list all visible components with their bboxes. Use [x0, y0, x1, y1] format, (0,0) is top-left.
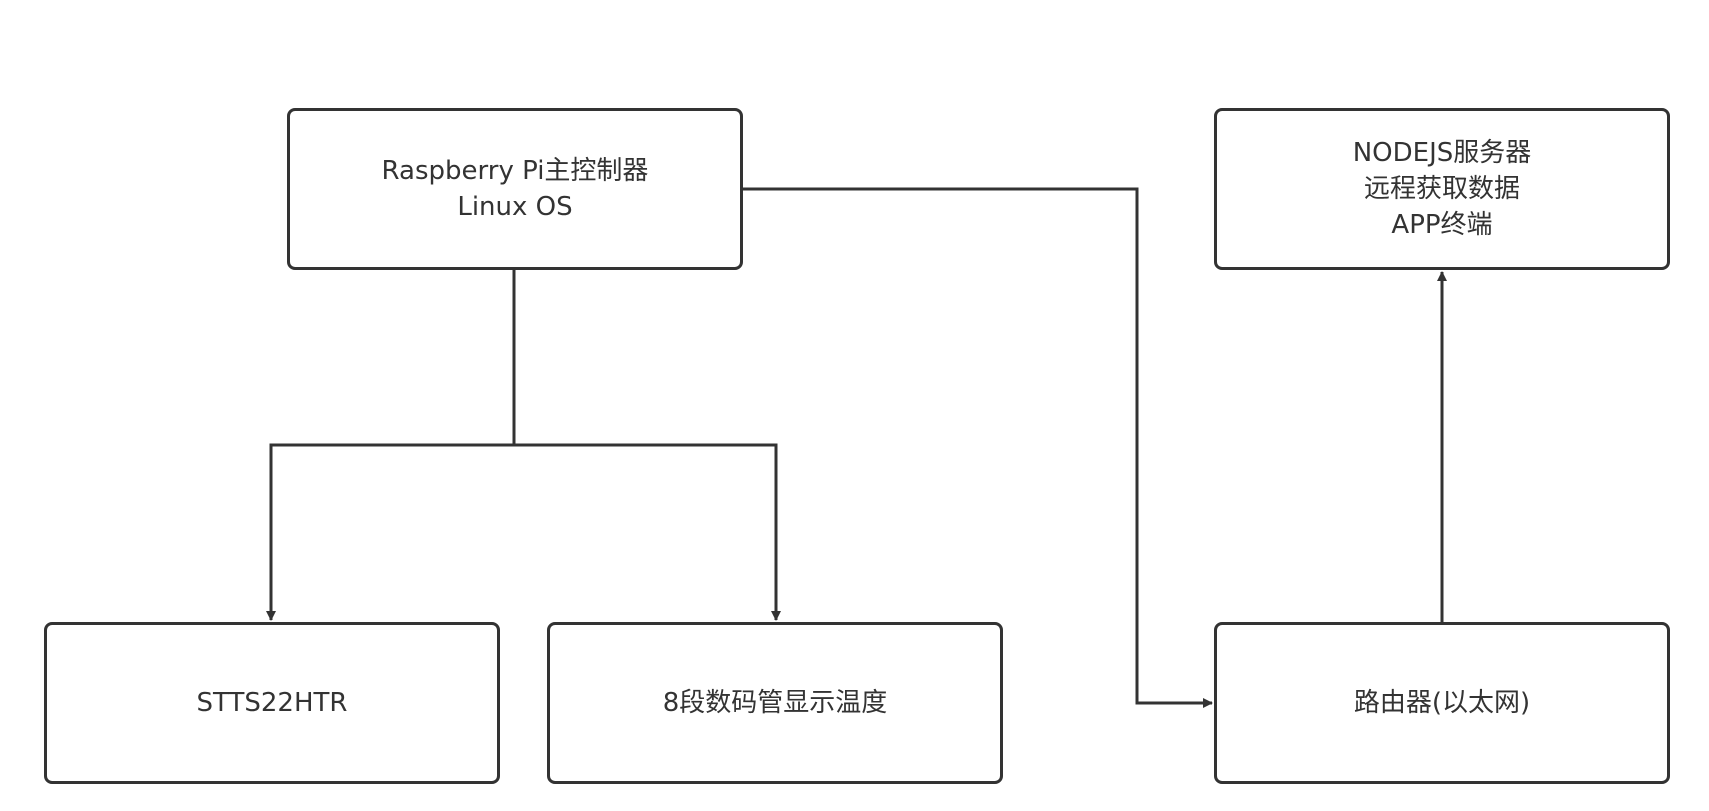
display-node: 8段数码管显示温度 [547, 622, 1003, 784]
display-label-line: 8段数码管显示温度 [662, 688, 888, 718]
edge-controller-to-router [743, 187, 1213, 708]
controller-label-line: Linux OS [457, 192, 573, 222]
sensor-label-line: STTS22HTR [196, 688, 348, 718]
server-label: NODEJS服务器 远程获取数据 APP终端 [1353, 135, 1532, 243]
server-label-line: 远程获取数据 [1363, 174, 1520, 204]
controller-label: Raspberry Pi主控制器 Linux OS [382, 153, 649, 225]
server-label-line: NODEJS服务器 [1352, 138, 1532, 168]
sensor-label: STTS22HTR [197, 685, 348, 721]
server-label-line: APP终端 [1391, 210, 1493, 240]
sensor-node: STTS22HTR [44, 622, 500, 784]
router-node: 路由器(以太网) [1214, 622, 1670, 784]
controller-label-line: Raspberry Pi主控制器 [381, 156, 649, 186]
router-label: 路由器(以太网) [1354, 685, 1530, 721]
server-node: NODEJS服务器 远程获取数据 APP终端 [1214, 108, 1670, 270]
controller-node: Raspberry Pi主控制器 Linux OS [287, 108, 743, 270]
router-label-line: 路由器(以太网) [1353, 688, 1531, 718]
display-label: 8段数码管显示温度 [663, 685, 888, 721]
edge-controller-to-display [514, 443, 781, 621]
edge-controller-to-sensor [266, 270, 516, 621]
